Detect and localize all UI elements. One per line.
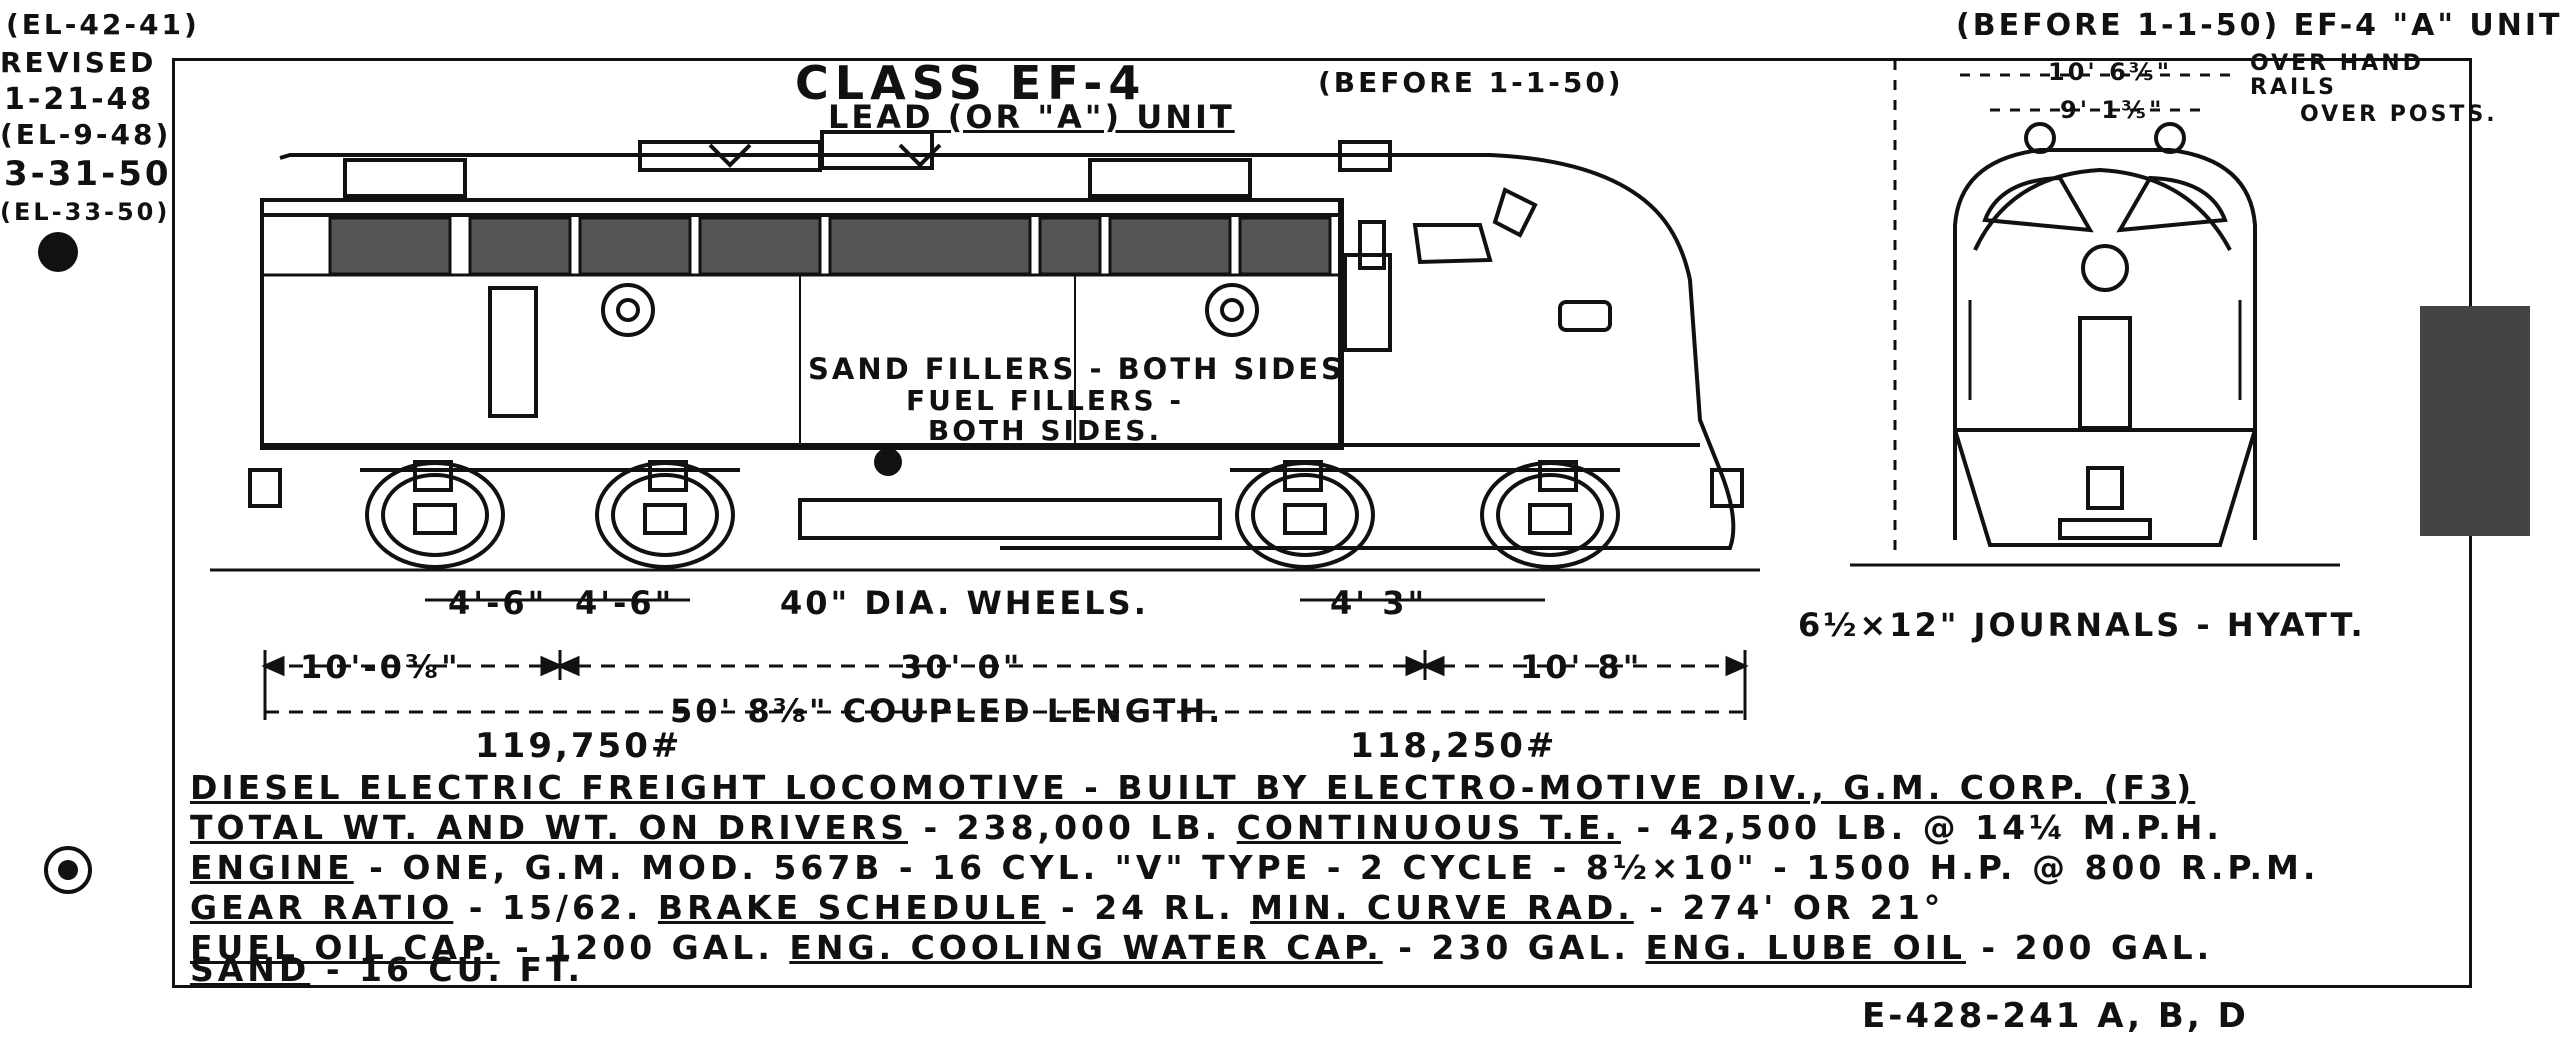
spec-total-weight-value: - 238,000 LB.	[907, 808, 1222, 847]
spec-cooling-value: - 230 GAL.	[1382, 928, 1646, 967]
revised-label: REVISED	[0, 46, 157, 79]
spec-curve-label: MIN. CURVE RAD.	[1250, 888, 1634, 927]
spec-brake-value: - 24 RL.	[1045, 888, 1251, 927]
spec-total-weight-label: TOTAL WT. AND WT. ON DRIVERS	[190, 808, 908, 847]
spec-line-5: FUEL OIL CAP. - 1200 GAL. ENG. COOLING W…	[190, 928, 2213, 967]
top-right-title: (BEFORE 1-1-50) EF-4 "A" UNIT	[1956, 8, 2563, 43]
revision-date-1: 1-21-48	[4, 82, 155, 117]
punch-hole-top	[38, 232, 78, 272]
journals-note: 6½×12" JOURNALS - HYATT.	[1798, 606, 2366, 644]
end-view-dims	[1893, 60, 2240, 560]
fuel-fillers-note: FUEL FILLERS - BOTH SIDES.	[905, 384, 1185, 447]
drawing-number: E-428-241 A, B, D	[1862, 996, 2249, 1036]
side-view	[210, 130, 1760, 572]
dimension-lines	[261, 598, 1749, 720]
coupled-length: 50' 8⅜" COUPLED LENGTH.	[670, 692, 1224, 730]
tape-stain	[2420, 306, 2530, 536]
spec-brake-label: BRAKE SCHEDULE	[657, 888, 1046, 927]
spec-line-4: GEAR RATIO - 15/62. BRAKE SCHEDULE - 24 …	[190, 888, 1944, 927]
dim-axle-c: 4' 3"	[1330, 584, 1428, 622]
dim-right-overhang: 10' 8"	[1520, 648, 1643, 686]
dim-truck-centers: 30' 0"	[900, 648, 1023, 686]
weight-front-truck: 119,750#	[475, 726, 683, 766]
note-over-posts: OVER POSTS.	[2300, 102, 2498, 127]
dim-axle-a: 4'-6"	[448, 584, 548, 622]
spec-curve-value: - 274' OR 21°	[1633, 888, 1945, 927]
spec-engine-value: - ONE, G.M. MOD. 567B - 16 CYL. "V" TYPE…	[353, 848, 2320, 887]
punch-hole-bottom	[44, 846, 92, 894]
dim-left-overhang: 10'-0⅜"	[300, 648, 461, 686]
revision-date-2: 3-31-50	[4, 154, 172, 194]
spec-tractive-effort-label: CONTINUOUS T.E.	[1236, 808, 1621, 847]
spec-line-1: DIESEL ELECTRIC FREIGHT LOCOMOTIVE - BUI…	[190, 768, 2196, 807]
spec-sand-label: SAND	[190, 950, 311, 989]
end-dim-handrails: 10' 6⅗"	[2048, 58, 2173, 86]
spec-fuel-value: - 1200 GAL.	[499, 928, 790, 967]
spec-engine-label: ENGINE	[190, 848, 354, 887]
spec-lube-value: - 200 GAL.	[1965, 928, 2214, 967]
drawing-code: (EL-42-41)	[6, 8, 200, 41]
drawing-title: CLASS EF-4	[795, 56, 1147, 110]
spec-sand-value: - 16 CU. FT.	[310, 950, 585, 989]
punch-hole-bottom-center	[58, 860, 78, 880]
wheels-note: 40" DIA. WHEELS.	[780, 584, 1149, 622]
revision-ref-1: (EL-9-48)	[0, 118, 172, 151]
spec-line-2: TOTAL WT. AND WT. ON DRIVERS - 238,000 L…	[190, 808, 2223, 847]
date-note: (BEFORE 1-1-50)	[1318, 66, 1624, 99]
spec-fuel-label: FUEL OIL CAP.	[190, 928, 500, 967]
spec-cooling-label: ENG. COOLING WATER CAP.	[789, 928, 1383, 967]
spec-tractive-effort-value: - 42,500 LB. @ 14¼ M.P.H.	[1620, 808, 2223, 847]
spec-line-6: SAND - 16 CU. FT.	[190, 950, 584, 989]
spec-lube-label: ENG. LUBE OIL	[1645, 928, 1966, 967]
dim-axle-b: 4'-6"	[575, 584, 675, 622]
sand-fillers-note: SAND FILLERS - BOTH SIDES	[808, 352, 1345, 386]
end-view	[1850, 122, 2340, 567]
revision-ref-2: (EL-33-50)	[0, 198, 171, 226]
drawing-subtitle: LEAD (OR "A") UNIT	[828, 98, 1235, 136]
spec-line-3: ENGINE - ONE, G.M. MOD. 567B - 16 CYL. "…	[190, 848, 2319, 887]
spec-gear-ratio-value: - 15/62.	[453, 888, 658, 927]
end-dim-posts: 9' 1⅗"	[2060, 96, 2165, 124]
spec-gear-ratio-label: GEAR RATIO	[190, 888, 454, 927]
note-over-handrails: OVER HAND RAILS	[2250, 51, 2424, 100]
weight-rear-truck: 118,250#	[1350, 726, 1558, 766]
